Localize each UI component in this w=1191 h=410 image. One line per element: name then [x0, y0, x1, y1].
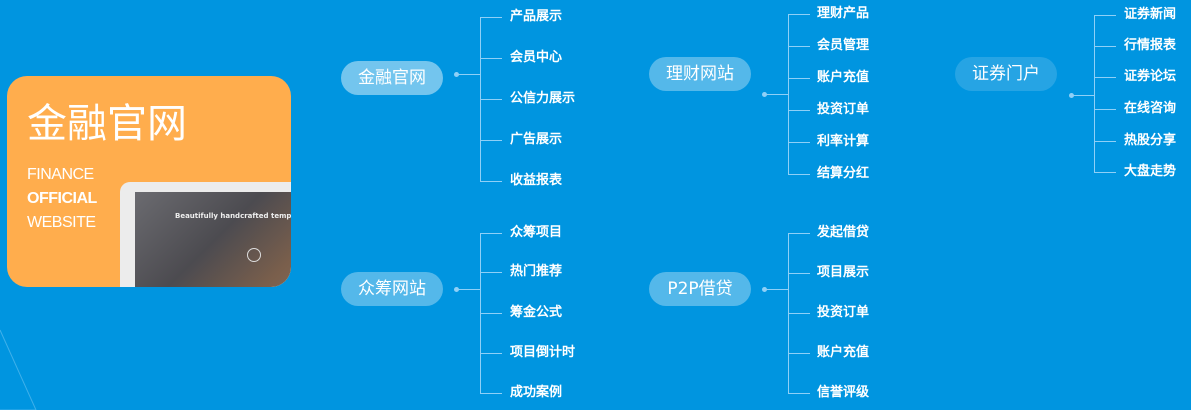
menu-item[interactable]: 项目展示: [817, 265, 870, 280]
branch-tick: [480, 353, 502, 354]
branch-tick: [480, 140, 502, 141]
menu-item[interactable]: 投资订单: [817, 102, 870, 117]
connector-line: [1071, 95, 1094, 96]
menu-item[interactable]: 会员中心: [510, 50, 563, 65]
menu-item[interactable]: 在线咨询: [1124, 101, 1177, 116]
menu-item[interactable]: 结算分红: [817, 166, 870, 181]
menu-item[interactable]: 账户充值: [817, 70, 870, 85]
branch-line: [788, 14, 789, 175]
branch-tick: [1094, 109, 1116, 110]
play-icon: [247, 248, 261, 262]
menu-item[interactable]: 发起借贷: [817, 225, 870, 240]
branch-tick: [788, 353, 810, 354]
connector-line: [764, 94, 788, 95]
category-pill[interactable]: 证券门户: [955, 57, 1057, 91]
branch-tick: [788, 233, 810, 234]
card-en-line-2: OFFICIAL: [27, 190, 97, 207]
menu-item[interactable]: 热股分享: [1124, 133, 1177, 148]
menu-item[interactable]: 证券新闻: [1124, 7, 1177, 22]
branch-tick: [1094, 141, 1116, 142]
card-en-line-3: WEBSITE: [27, 214, 96, 231]
connector-line: [764, 289, 788, 290]
category-pill[interactable]: P2P借贷: [649, 272, 751, 306]
branch-tick: [1094, 172, 1116, 173]
menu-item[interactable]: 会员管理: [817, 38, 870, 53]
menu-item[interactable]: 筹金公式: [510, 305, 563, 320]
menu-item[interactable]: 信誉评级: [817, 385, 870, 400]
branch-tick: [480, 233, 502, 234]
branch-tick: [788, 142, 810, 143]
menu-item[interactable]: 热门推荐: [510, 264, 563, 279]
decorative-triangle: [0, 329, 37, 410]
menu-item[interactable]: 众筹项目: [510, 225, 563, 240]
menu-item[interactable]: 广告展示: [510, 132, 563, 147]
branch-tick: [480, 99, 502, 100]
menu-item[interactable]: 项目倒计时: [510, 345, 576, 360]
menu-item[interactable]: 成功案例: [510, 385, 563, 400]
menu-item[interactable]: 产品展示: [510, 9, 563, 24]
connector-line: [456, 289, 480, 290]
card-en-line-1: FINANCE: [27, 166, 94, 183]
branch-tick: [480, 58, 502, 59]
branch-tick: [480, 272, 502, 273]
branch-tick: [788, 110, 810, 111]
branch-tick: [1094, 46, 1116, 47]
category-pill[interactable]: 众筹网站: [341, 272, 443, 306]
branch-tick: [1094, 77, 1116, 78]
connector-line: [456, 74, 480, 75]
branch-tick: [480, 17, 502, 18]
menu-item[interactable]: 公信力展示: [510, 91, 576, 106]
branch-tick: [788, 78, 810, 79]
card-title: 金融官网: [27, 101, 187, 147]
branch-tick: [480, 313, 502, 314]
category-pill[interactable]: 理财网站: [649, 57, 751, 91]
branch-tick: [788, 46, 810, 47]
menu-item[interactable]: 利率计算: [817, 134, 870, 149]
branch-tick: [788, 174, 810, 175]
menu-item[interactable]: 投资订单: [817, 305, 870, 320]
menu-item[interactable]: 收益报表: [510, 173, 563, 188]
branch-tick: [480, 393, 502, 394]
menu-item[interactable]: 证券论坛: [1124, 69, 1177, 84]
preview-text: Beautifully handcrafted templates for y: [175, 212, 291, 220]
branch-tick: [788, 393, 810, 394]
branch-line: [1094, 15, 1095, 173]
branch-tick: [788, 313, 810, 314]
finance-website-card[interactable]: 金融官网 FINANCE OFFICIAL WEBSITE Beautifull…: [7, 76, 291, 287]
menu-item[interactable]: 理财产品: [817, 6, 870, 21]
menu-item[interactable]: 大盘走势: [1124, 164, 1177, 179]
preview-frame: Beautifully handcrafted templates for y: [120, 182, 291, 287]
preview-photo: Beautifully handcrafted templates for y: [135, 192, 291, 287]
branch-tick: [480, 181, 502, 182]
menu-item[interactable]: 行情报表: [1124, 38, 1177, 53]
branch-tick: [788, 273, 810, 274]
category-pill[interactable]: 金融官网: [341, 61, 443, 95]
menu-item[interactable]: 账户充值: [817, 345, 870, 360]
branch-tick: [1094, 15, 1116, 16]
branch-tick: [788, 14, 810, 15]
